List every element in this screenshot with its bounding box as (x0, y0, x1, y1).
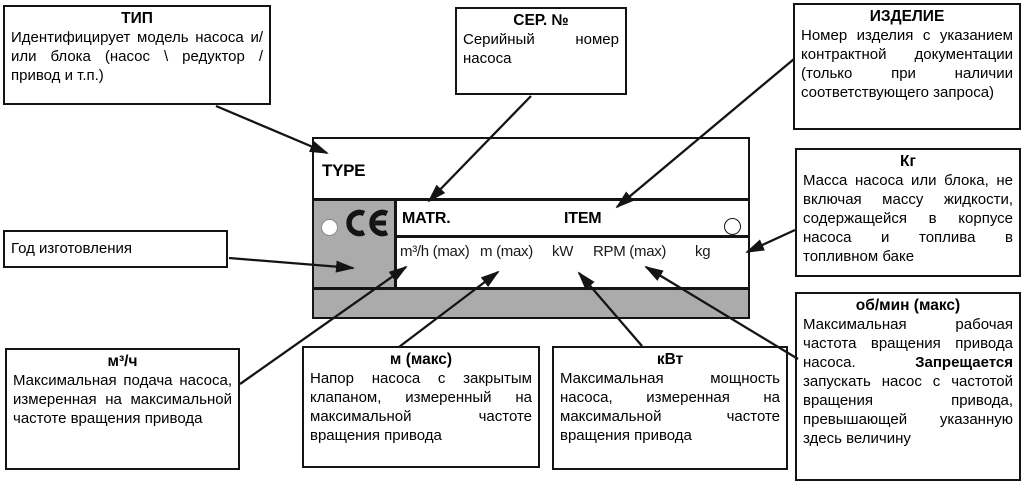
callout-power-title: кВт (656, 351, 684, 368)
rivet-hole-left-icon (321, 219, 338, 236)
plate-unit-power: kW (552, 243, 574, 260)
callout-rpm: об/мин (макс) Максимальная рабочая часто… (795, 292, 1021, 481)
callout-rpm-body-post: запускать насос с частотой вращения прив… (803, 373, 1013, 447)
plate-item-label: ITEM (564, 210, 602, 227)
callout-power-body: Максимальная мощность насоса, измеренная… (560, 370, 780, 444)
callout-year-body: Год изготовления (11, 240, 133, 257)
callout-kg-body: Масса насоса или блока, не включая массу… (803, 172, 1013, 265)
plate-unit-rpm: RPM (max) (593, 243, 667, 260)
callout-head-title: м (макс) (389, 351, 453, 368)
callout-item-body: Номер изделия с указанием контрактной до… (801, 27, 1013, 101)
callout-type-body: Идентифицирует модель насоса и/или блока… (11, 29, 263, 84)
arrow-type (215, 104, 329, 155)
callout-rpm-body-pre: Максимальная рабочая частота вращения пр… (803, 316, 1013, 371)
callout-item: ИЗДЕЛИЕ Номер изделия с указанием контра… (793, 3, 1021, 130)
plate-unit-flow: m³/h (max) (400, 243, 470, 260)
callout-rpm-body-bold: Запрещается (915, 354, 1013, 371)
callout-serial-body: Серийный номер насоса (463, 31, 619, 67)
callout-rpm-title: об/мин (макс) (855, 297, 961, 314)
callout-head-body: Напор насоса с закрытым клапаном, измере… (310, 370, 532, 444)
pump-nameplate: TYPE MATR. ITEM m³/h (max) m (max) kW RP… (312, 137, 750, 319)
plate-unit-weight: kg (695, 243, 711, 260)
plate-matr-label: MATR. (402, 210, 451, 227)
callout-rpm-body: Максимальная рабочая частота вращения пр… (803, 315, 1013, 448)
plate-unit-head: m (max) (480, 243, 533, 260)
callout-type-title: ТИП (121, 10, 153, 27)
callout-power: кВт Максимальная мощность насоса, измере… (552, 346, 788, 470)
plate-divider-3 (314, 287, 748, 290)
callout-serial: СЕР. № Серийный номер насоса (455, 7, 627, 95)
ce-mark-icon (346, 209, 389, 237)
plate-divider-2 (397, 235, 748, 238)
rivet-hole-right-icon (724, 218, 741, 235)
plate-divider-vertical (394, 198, 397, 290)
callout-flow-body: Максимальная подача насоса, измеренная н… (13, 372, 232, 427)
arrow-kg (745, 228, 796, 254)
callout-type: ТИП Идентифицирует модель насоса и/или б… (3, 5, 271, 105)
callout-kg-title: Кг (900, 153, 916, 170)
plate-type-label: TYPE (322, 161, 366, 180)
callout-item-title: ИЗДЕЛИЕ (869, 8, 945, 25)
plate-bottom-strip (314, 290, 748, 317)
callout-kg: Кг Масса насоса или блока, не включая ма… (795, 148, 1021, 277)
callout-serial-title: СЕР. № (513, 12, 569, 29)
callout-year: Год изготовления (3, 230, 228, 268)
callout-flow-title: м³/ч (107, 353, 138, 370)
callout-flow: м³/ч Максимальная подача насоса, измерен… (5, 348, 240, 470)
callout-head: м (макс) Напор насоса с закрытым клапано… (302, 346, 540, 468)
